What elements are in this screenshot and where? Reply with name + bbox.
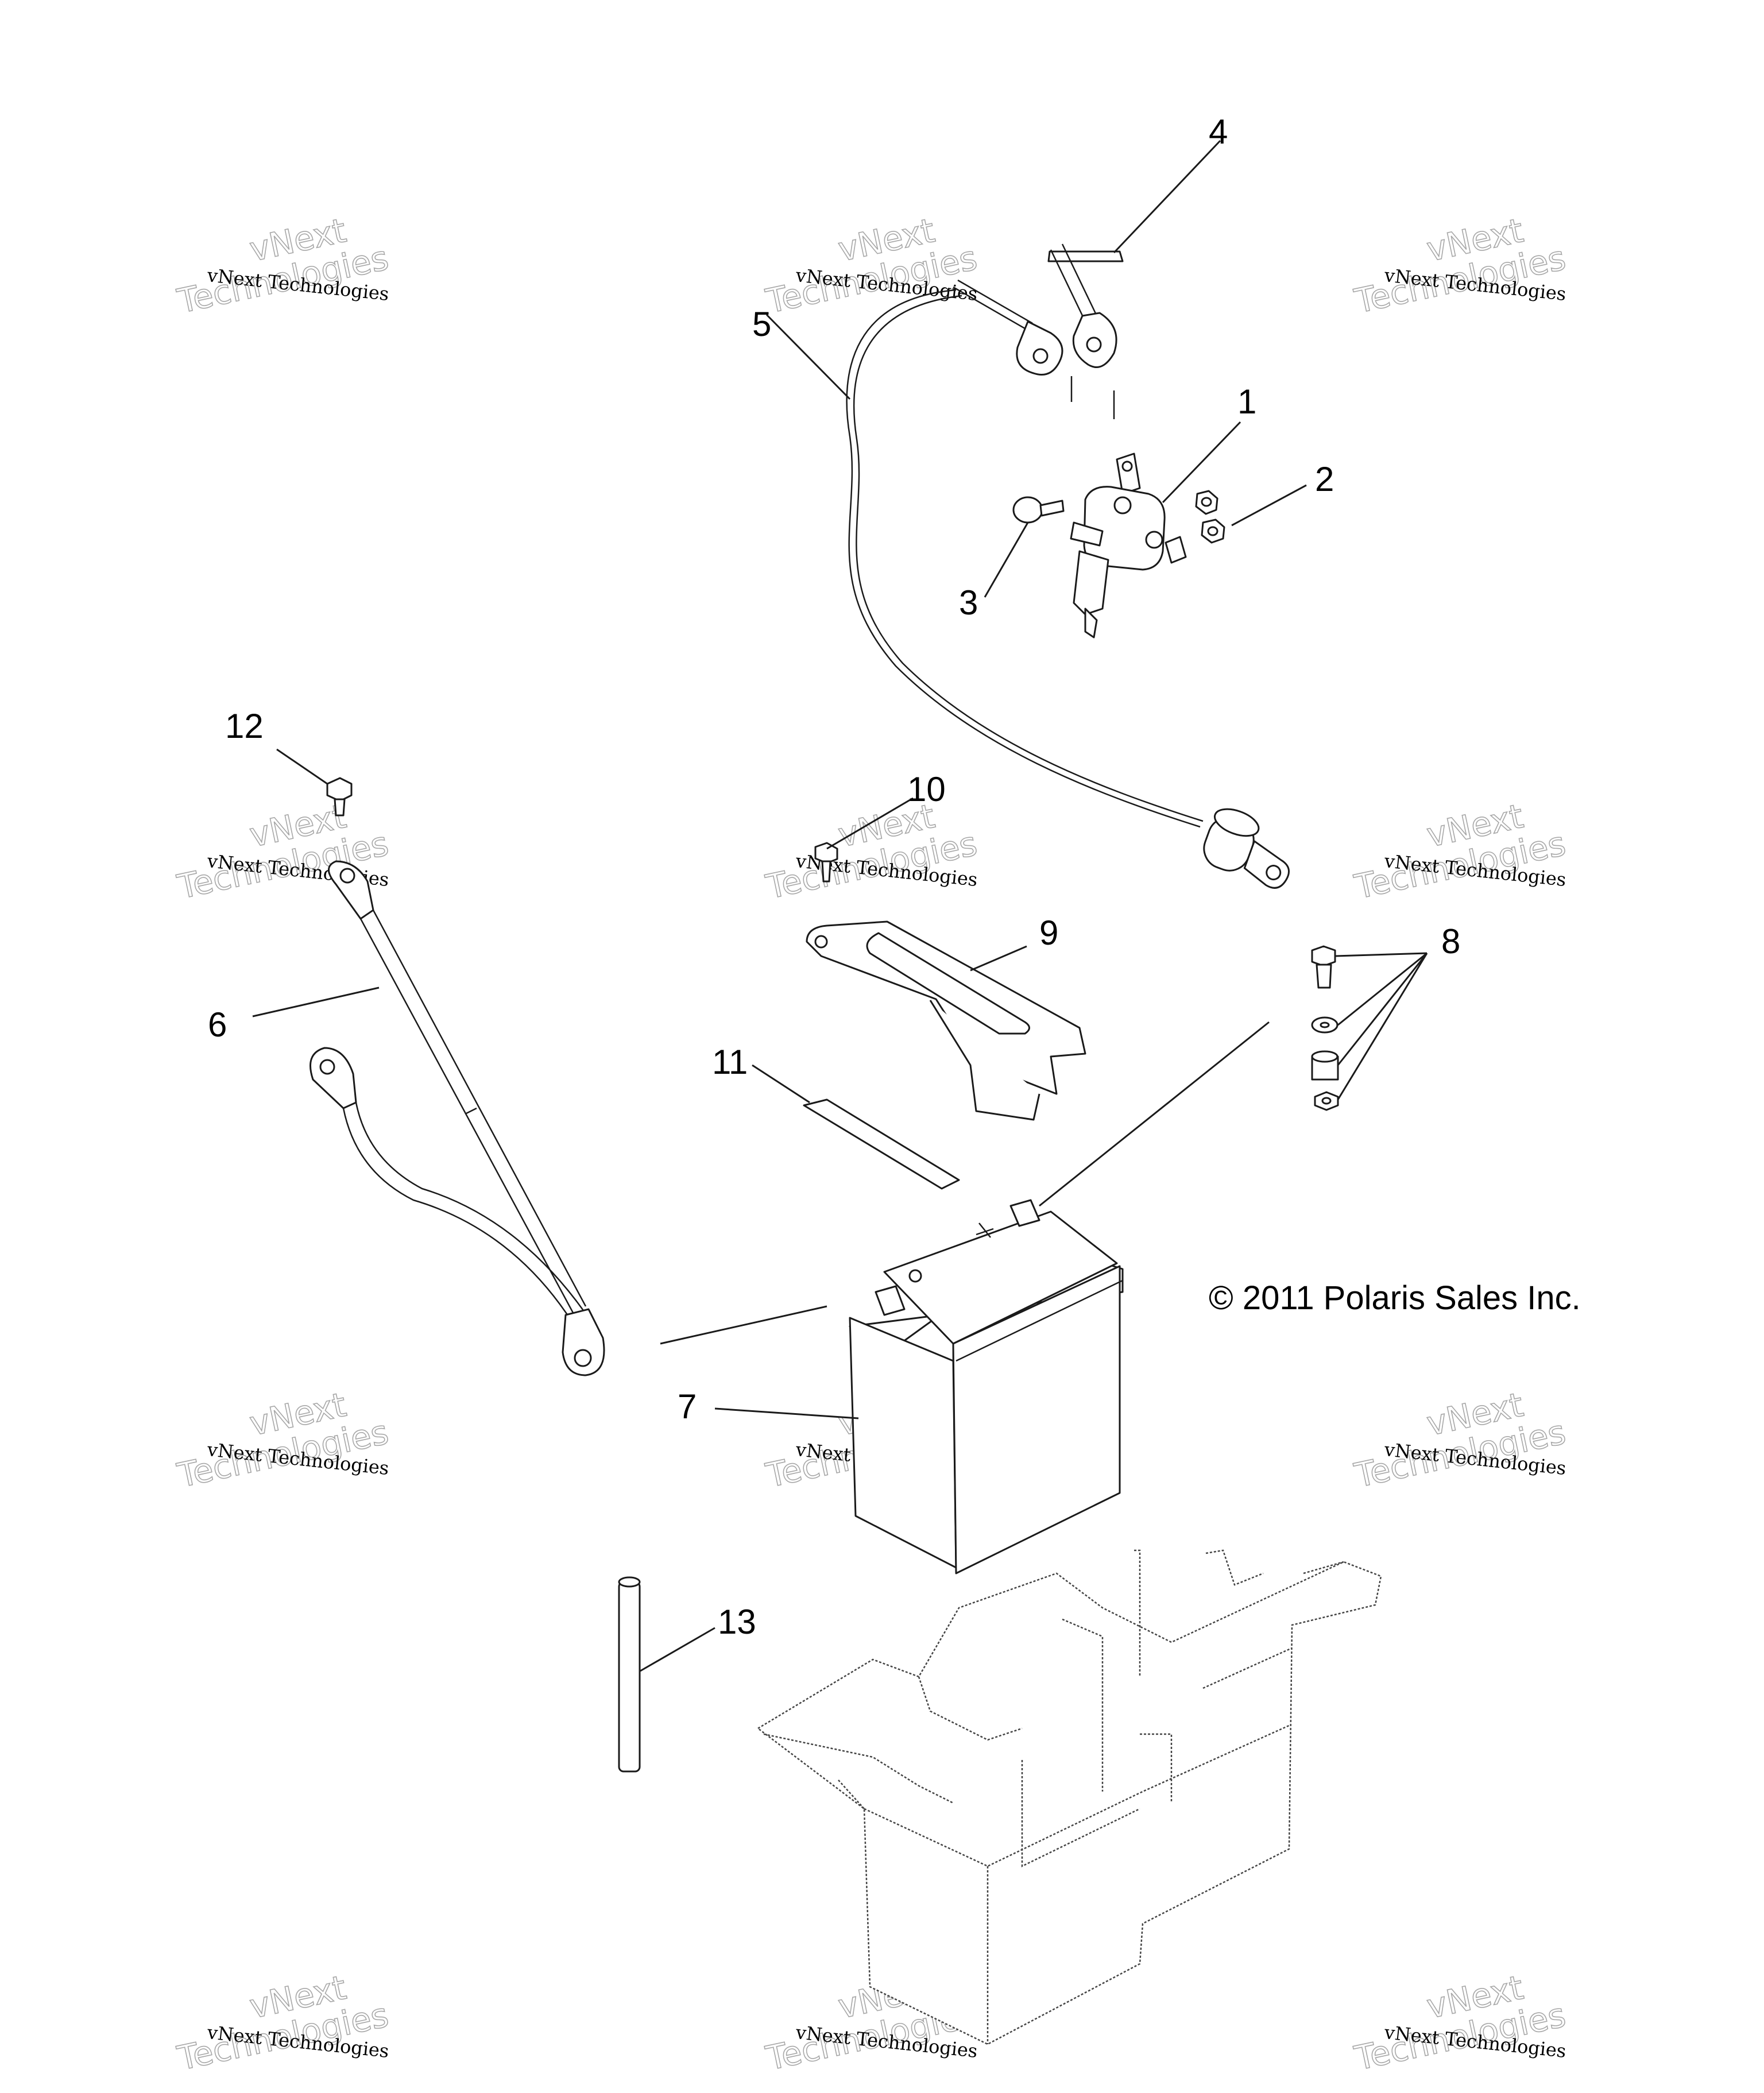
callout-3: 3 [959,583,978,622]
screw-part-12 [326,777,353,817]
callout-5: 5 [752,305,771,343]
battery-part-7 [849,1199,1124,1574]
callout-1: 1 [1237,382,1256,421]
callout-4: 4 [1209,113,1228,151]
callout-11: 11 [712,1043,748,1081]
nuts-part-2 [1195,490,1225,544]
callout-6: 6 [208,1005,227,1044]
leader-lines [252,140,1428,1672]
callout-7: 7 [678,1387,697,1426]
callout-13: 13 [718,1603,756,1641]
pad-part-11 [803,1098,960,1190]
callout-10: 10 [907,770,946,808]
battery-box [756,1549,1382,2045]
bolt-part-3 [1012,496,1065,524]
copyright-text: © 2011 Polaris Sales Inc. [1209,1279,1581,1317]
cable-part-4 [953,243,1124,419]
screw-part-10 [814,842,838,883]
ground-cable-part-6 [310,860,605,1376]
callout-labels: 1 2 3 4 5 6 7 8 9 10 11 12 13 [208,113,1460,1641]
callout-12: 12 [225,707,264,745]
callout-8: 8 [1441,922,1460,961]
cable-part-5 [846,289,1290,889]
bracket-part-9 [806,920,1086,1121]
solenoid-part-1 [1070,452,1187,639]
callout-9: 9 [1039,914,1058,952]
callout-2: 2 [1315,460,1334,498]
hardware-part-8 [1311,945,1339,1111]
vent-tube-part-13 [618,1576,641,1773]
